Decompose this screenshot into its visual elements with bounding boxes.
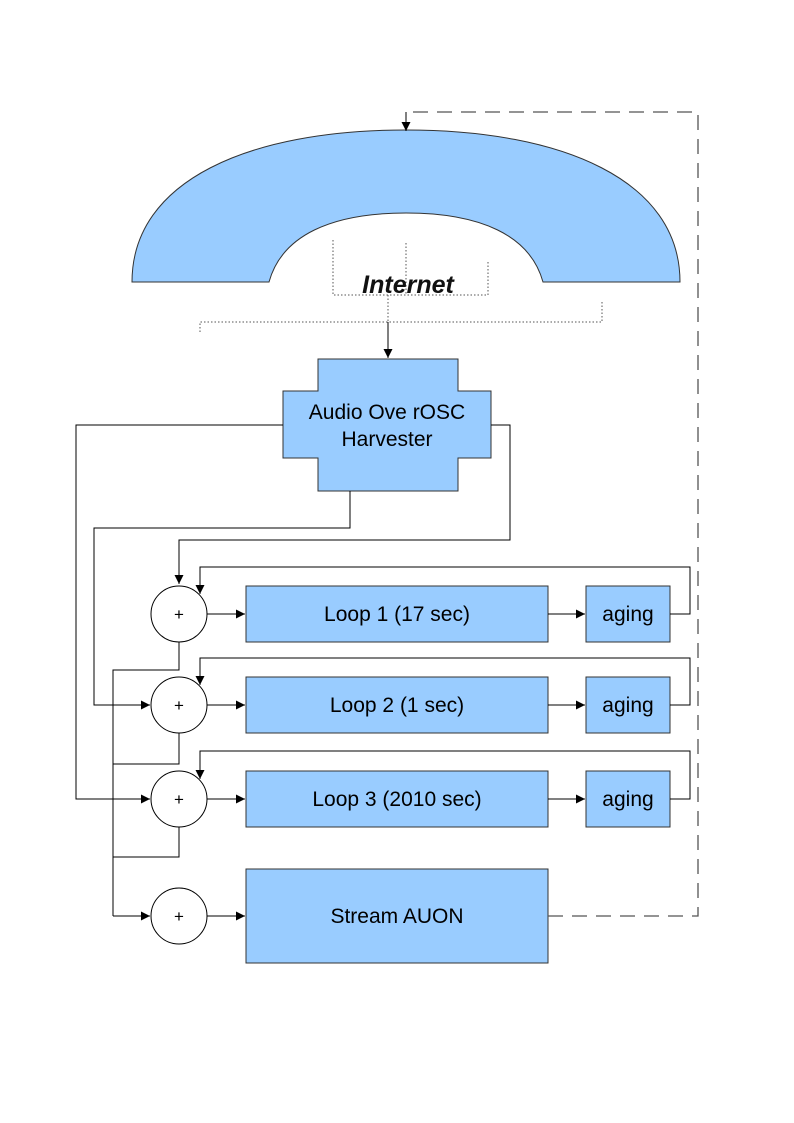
loop3-feedback-line (195, 750, 691, 800)
loop3-aging-label: aging (602, 788, 653, 811)
stream-to-internet-dashed-line (406, 111, 699, 917)
adder-loop2-symbol: + (174, 696, 184, 715)
adder-stream-symbol: + (174, 907, 184, 926)
loop1-aging-block (585, 585, 671, 643)
loop3-block (245, 770, 549, 828)
loop1-label: Loop 1 (17 sec) (324, 603, 470, 626)
loop1-block (245, 585, 549, 643)
mix-bus-lines (112, 642, 180, 921)
internet-network-lines (199, 240, 603, 332)
internet-label: Internet (362, 271, 455, 299)
harvester-label-line2: Harvester (341, 428, 432, 451)
stream-block (245, 868, 549, 964)
stream-label: Stream AUON (330, 905, 463, 928)
loop1-feedback-line (195, 566, 691, 615)
adder-loop3-symbol: + (174, 790, 184, 809)
loop2-aging-label: aging (602, 694, 653, 717)
adder-loop1-symbol: + (174, 605, 184, 624)
loop2-aging-block (585, 676, 671, 734)
harvester-label-line1: Audio Ove rOSC (309, 401, 465, 424)
loop1-aging-label: aging (602, 603, 653, 626)
loop2-block (245, 676, 549, 734)
loop2-feedback-line (195, 657, 691, 706)
loop3-aging-block (585, 770, 671, 828)
internet-arc-shape (131, 129, 681, 283)
harvester-block (282, 358, 492, 492)
loop3-label: Loop 3 (2010 sec) (312, 788, 481, 811)
loop2-label: Loop 2 (1 sec) (330, 694, 464, 717)
